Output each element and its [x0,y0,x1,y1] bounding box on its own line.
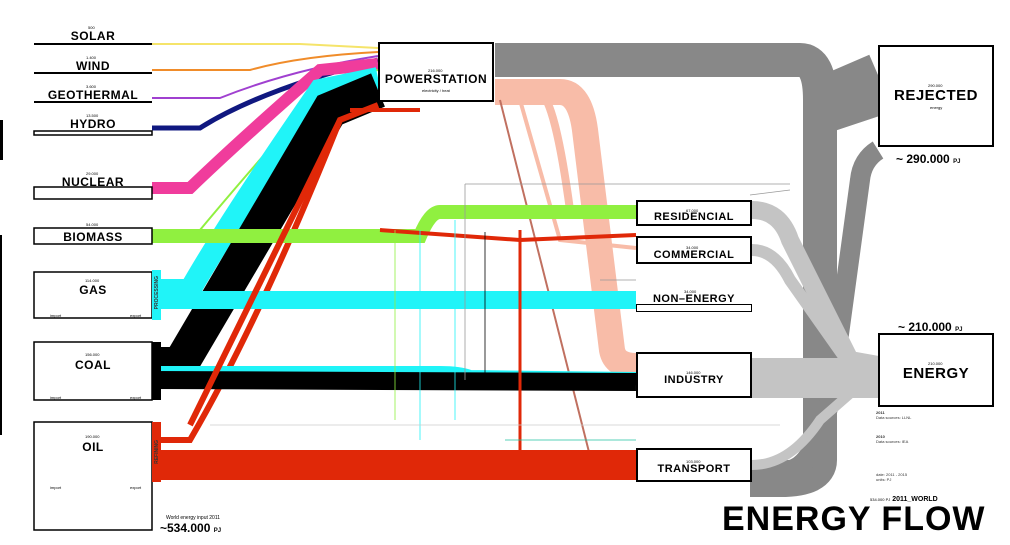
sector-transport-value: 103.000 [686,459,701,464]
source-oil-label: OIL [82,440,104,454]
powerstation-value: 216.000 [428,68,443,73]
source-nuclear-label: NUCLEAR [61,175,125,189]
electricity-flows [495,79,637,459]
gas-import-label: import [50,313,62,318]
powerstation-title: POWERSTATION [384,72,488,86]
notes-source2: Data sources: IEA [876,439,909,444]
world-input-total: ~534.000 PJ [160,521,221,535]
left-edge-strip-1 [0,0,6,80]
source-biomass-label: BIOMASS [63,230,123,244]
rejected-node: 290.000 REJECTED energy [878,45,994,147]
useful-flows [751,201,880,470]
sector-non-energy-title: NON–ENERGY [652,293,736,305]
energy-value: 210.000 [928,361,943,366]
coal-import-label: import [50,395,62,400]
source-oil-value: 190.000 [85,434,100,439]
source-geothermal-label: GEOTHERMAL [47,88,139,102]
source-hydro-value: 13.500 [86,113,99,118]
page-title: ENERGY FLOW [722,500,986,538]
sector-residencial-title: RESIDENCIAL [653,211,735,223]
source-coal-label: COAL [75,358,111,372]
source-solar-label: SOLAR [70,29,116,43]
edition-label: 2011_WORLD [892,496,938,503]
sector-industry: 146.000 INDUSTRY [636,352,752,398]
direct-fuel-flows [151,108,637,480]
edition-line: 534.000 PJ 2011_WORLD [870,496,938,503]
source-gas-value: 114.000 [85,278,100,283]
sector-commercial-value: 34.000 [686,245,699,250]
source-biomass-value: 54.000 [86,222,99,227]
sector-commercial: 34.000 COMMERCIAL [636,236,752,264]
gas-export-label: export [130,313,142,318]
sector-residencial-value: 67.000 [686,208,699,213]
source-geothermal-value: 3.600 [86,84,97,89]
sector-non-energy-value: 34.000 [684,289,697,294]
sector-residencial: 67.000 RESIDENCIAL [636,200,752,226]
left-edge-strip-3 [0,235,2,435]
sector-industry-value: 146.000 [686,370,701,375]
notes-block: 2011 Data sources: LLNL 2010 Data source… [876,410,996,482]
energy-title: ENERGY [902,365,970,382]
energy-node: 210.000 ENERGY [878,333,994,407]
sector-transport-title: TRANSPORT [657,463,731,475]
rejected-subtitle: energy [930,105,943,110]
notes-units: units: PJ [876,477,892,482]
source-coal-value: 156.000 [85,352,100,357]
edition-prefix: 534.000 PJ [870,497,891,502]
world-input-caption: World energy input 2011 [166,515,221,521]
refining-label: REFINING [154,440,160,464]
notes-date: date: 2011 - 2015 [876,472,908,477]
rejected-total: ~ 290.000 PJ [896,152,960,166]
coal-export-label: export [130,395,142,400]
source-hydro-label: HYDRO [70,117,116,131]
powerstation-node: 216.000 POWERSTATION electricity / heat [378,42,494,102]
rejected-title: REJECTED [893,87,979,104]
notes-source1: Data sources: LLNL [876,415,912,420]
energy-total-value: ~ 210.000 [898,320,952,334]
world-input-total-value: ~534.000 [160,521,211,535]
energy-total: ~ 210.000 PJ [898,320,962,334]
source-gas-label: GAS [79,283,107,297]
notes-year1: 2011 [876,410,885,415]
source-wind-label: WIND [76,59,110,73]
energy-total-unit: PJ [955,327,963,333]
source-bars [33,43,161,531]
source-nuclear-value: 29.000 [86,171,99,176]
sector-non-energy [636,304,752,312]
rejected-total-unit: PJ [953,159,961,165]
oil-import-label: import [50,485,62,490]
notes-year2: 2010 [876,434,885,439]
sector-transport: 103.000 TRANSPORT [636,448,752,482]
rejected-value: 290.000 [928,83,943,88]
oil-export-label: export [130,485,142,490]
sector-industry-title: INDUSTRY [664,374,724,386]
source-wind-value: 1.400 [86,55,97,60]
rejected-total-value: ~ 290.000 [896,152,950,166]
processing-label: PROCESSING [154,276,160,310]
left-edge-strip-2 [0,120,3,160]
powerstation-subtitle: electricity / heat [422,88,450,93]
world-input-total-unit: PJ [213,528,222,534]
thin-connectors [210,183,791,441]
sector-commercial-title: COMMERCIAL [653,249,735,261]
source-solar-value: 500 [88,25,95,30]
